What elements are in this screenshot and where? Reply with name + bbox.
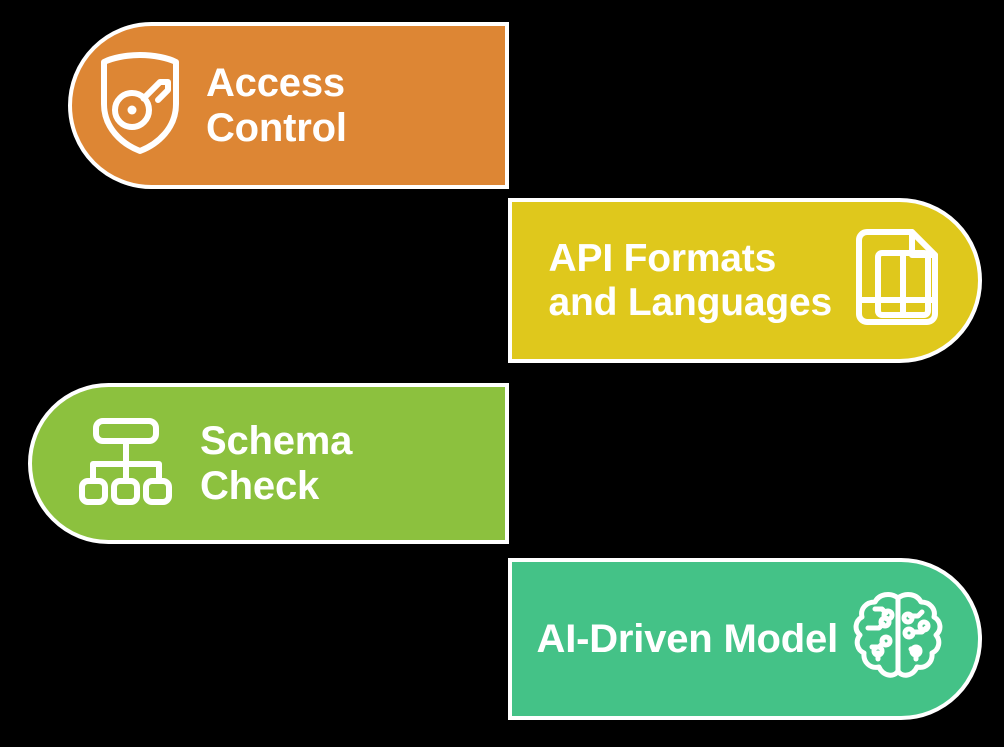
bar-label-api-formats: API Formats and Languages	[548, 236, 833, 324]
document-table-icon	[852, 226, 944, 336]
bar-api-formats[interactable]: API Formats and Languages	[508, 198, 982, 363]
bar-label-access-control: Access Control	[206, 60, 347, 150]
bar-schema-check[interactable]: Schema Check	[28, 383, 509, 544]
bar-ai-model[interactable]: AI-Driven Model	[508, 558, 982, 720]
shield-key-icon	[92, 48, 188, 163]
bar-label-schema-check: Schema Check	[200, 418, 353, 508]
ai-brain-icon	[848, 587, 948, 692]
bar-access-control[interactable]: Access Control	[68, 22, 509, 189]
hierarchy-schema-icon	[78, 415, 174, 512]
bar-label-ai-model: AI-Driven Model	[536, 616, 839, 661]
